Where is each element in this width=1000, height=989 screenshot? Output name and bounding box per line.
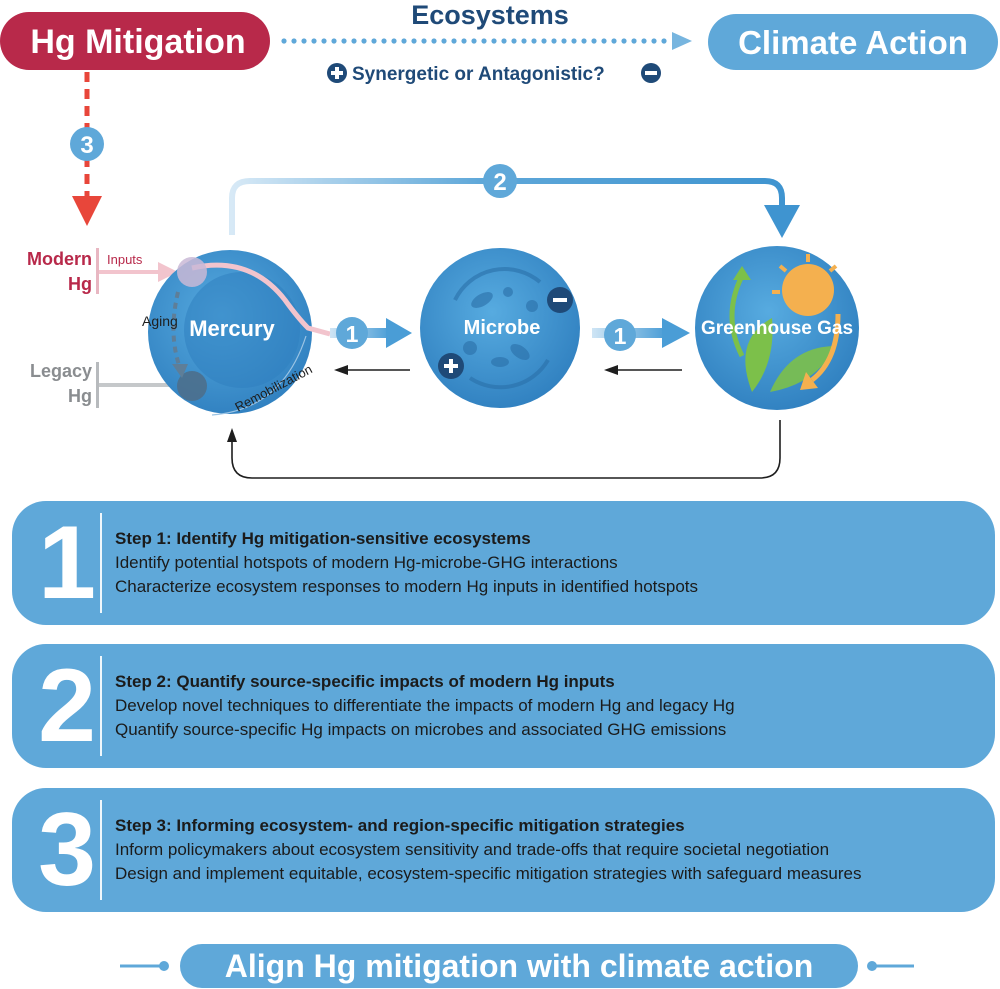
- step-1-text: Step 1: Identify Hg mitigation-sensitive…: [115, 527, 975, 599]
- connector-dot: [511, 38, 517, 44]
- connector-dot: [431, 38, 437, 44]
- connector-dot: [661, 38, 667, 44]
- connector-dot: [561, 38, 567, 44]
- legacy-hg-input: Legacy Hg: [30, 361, 179, 408]
- plus-icon: [327, 63, 347, 83]
- connector-dot: [481, 38, 487, 44]
- legacy-hg-label: Hg: [68, 386, 92, 406]
- modern-hg-label: Hg: [68, 274, 92, 294]
- arrow-1-microbe-to-ghg: 1: [592, 318, 690, 375]
- connector-dot: [391, 38, 397, 44]
- dotted-connector: [281, 32, 692, 50]
- connector-dot: [491, 38, 497, 44]
- microbe-node: Microbe: [420, 248, 580, 408]
- connector-dot: [381, 38, 387, 44]
- step-1-line-1: Identify potential hotspots of modern Hg…: [115, 553, 618, 572]
- connector-dot: [351, 38, 357, 44]
- connector-dot: [401, 38, 407, 44]
- climate-action-pill: Climate Action: [708, 14, 998, 70]
- connector-dot: [591, 38, 597, 44]
- connector-dot: [441, 38, 447, 44]
- connector-dot: [451, 38, 457, 44]
- leaf-icon: [745, 318, 836, 392]
- connector-dot: [571, 38, 577, 44]
- connector-dot: [581, 38, 587, 44]
- sun-icon: [772, 254, 838, 316]
- connector-dot: [641, 38, 647, 44]
- step-3-box: 3 Step 3: Informing ecosystem- and regio…: [12, 788, 995, 912]
- step-3-line-2: Design and implement equitable, ecosyste…: [115, 864, 862, 883]
- banner-right-line: [867, 961, 914, 971]
- align-banner: Align Hg mitigation with climate action: [180, 944, 858, 988]
- connector-dot: [551, 38, 557, 44]
- connector-dot: [321, 38, 327, 44]
- hg-mitigation-label: Hg Mitigation: [30, 23, 245, 61]
- connector-dot: [461, 38, 467, 44]
- step-2-box: 2 Step 2: Quantify source-specific impac…: [12, 644, 995, 768]
- synergy-question: Synergetic or Antagonistic?: [352, 64, 605, 85]
- step-1-box: 1 Step 1: Identify Hg mitigation-sensiti…: [12, 501, 995, 625]
- connector-dot: [631, 38, 637, 44]
- connector-dot: [421, 38, 427, 44]
- mercury-label: Mercury: [189, 316, 275, 341]
- connector-dot: [521, 38, 527, 44]
- microbe-cells-icon: [463, 287, 538, 367]
- connector-dot: [311, 38, 317, 44]
- climate-action-label: Climate Action: [738, 24, 968, 61]
- step-3-divider: [100, 800, 102, 900]
- connector-dot: [301, 38, 307, 44]
- step-3-number: 3: [38, 792, 96, 908]
- connector-dot: [651, 38, 657, 44]
- step-1-title: Step 1: Identify Hg mitigation-sensitive…: [115, 529, 531, 548]
- connector-dot: [411, 38, 417, 44]
- arrow-1-mercury-to-microbe: 1: [330, 317, 412, 375]
- feedback-loop-arrow: [227, 420, 781, 479]
- arrow-3-number: 3: [80, 132, 93, 159]
- arrow-2-arc: 2: [229, 164, 800, 238]
- step-2-line-2: Quantify source-specific Hg impacts on m…: [115, 720, 727, 739]
- connector-dot: [531, 38, 537, 44]
- legacy-label: Legacy: [30, 361, 92, 381]
- greenhouse-gas-node: Greenhouse Gas: [695, 246, 859, 410]
- connector-dot: [361, 38, 367, 44]
- step-2-number: 2: [38, 648, 96, 764]
- connector-dot: [541, 38, 547, 44]
- connector-dot: [291, 38, 297, 44]
- minus-icon: [641, 63, 661, 83]
- modern-hg-input: Modern Hg Inputs: [27, 248, 178, 294]
- step-2-title: Step 2: Quantify source-specific impacts…: [115, 672, 615, 691]
- step-3-text: Step 3: Informing ecosystem- and region-…: [115, 814, 975, 886]
- banner-left-line: [120, 961, 169, 971]
- step-2-divider: [100, 656, 102, 756]
- aging-label: Aging: [142, 313, 178, 329]
- connector-dot: [501, 38, 507, 44]
- connector-dot: [601, 38, 607, 44]
- modern-label: Modern: [27, 249, 92, 269]
- step-1-number: 1: [38, 505, 96, 621]
- hg-mitigation-pill: Hg Mitigation: [0, 12, 270, 70]
- connector-dot: [341, 38, 347, 44]
- connector-dot: [281, 38, 287, 44]
- arrow-2-number: 2: [493, 169, 506, 196]
- ecosystems-title: Ecosystems: [411, 0, 569, 30]
- inputs-label: Inputs: [107, 252, 143, 267]
- arrow-3-dashed: 3: [70, 72, 104, 226]
- mercury-node: Mercury Aging Remobilization: [142, 250, 331, 416]
- connector-dot: [331, 38, 337, 44]
- greenhouse-gas-label: Greenhouse Gas: [701, 318, 853, 339]
- connector-dot: [471, 38, 477, 44]
- step-2-line-1: Develop novel techniques to differentiat…: [115, 696, 735, 715]
- step-1-line-2: Characterize ecosystem responses to mode…: [115, 577, 699, 596]
- arrow-1a-number: 1: [346, 321, 359, 347]
- connector-dot: [371, 38, 377, 44]
- microbe-label: Microbe: [464, 317, 541, 339]
- connector-dot: [611, 38, 617, 44]
- step-2-text: Step 2: Quantify source-specific impacts…: [115, 670, 975, 742]
- connector-dot: [621, 38, 627, 44]
- step-3-title: Step 3: Informing ecosystem- and region-…: [115, 816, 685, 835]
- step-3-line-1: Inform policymakers about ecosystem sens…: [115, 840, 830, 859]
- step-1-divider: [100, 513, 102, 613]
- arrow-1b-number: 1: [614, 323, 627, 349]
